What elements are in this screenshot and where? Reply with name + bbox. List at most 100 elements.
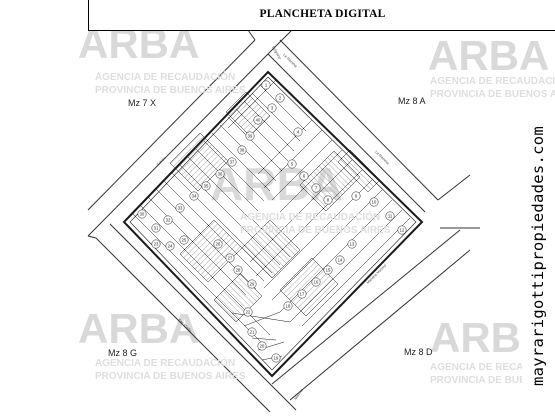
svg-text:4: 4 xyxy=(297,130,300,135)
watermark-caption-1: AGENCIA DE RECAUDACIÓN xyxy=(95,70,235,83)
lot-marker-28[interactable]: 28 xyxy=(233,265,243,275)
lot-marker-7[interactable]: 7 xyxy=(311,183,321,193)
svg-text:19: 19 xyxy=(274,356,279,361)
block-label-sw: Mz 8 G xyxy=(108,348,137,358)
watermark-caption-6: PROVINCIA DE BUENOS AIRES xyxy=(240,225,391,236)
lot-marker-38[interactable]: 38 xyxy=(237,145,247,155)
svg-text:27: 27 xyxy=(228,256,233,261)
watermark-caption-3: AGENCIA DE RECAUDACIÓN xyxy=(430,74,555,87)
lot-marker-17[interactable]: 17 xyxy=(297,289,307,299)
lot-marker-30[interactable]: 30 xyxy=(137,209,147,219)
watermark-caption-8: PROVINCIA DE BUENOS AIRES xyxy=(95,371,246,382)
svg-text:33: 33 xyxy=(178,206,183,211)
watermark-caption-7: AGENCIA DE RECAUDACIÓN xyxy=(95,356,235,369)
svg-text:22: 22 xyxy=(246,310,251,315)
svg-text:20: 20 xyxy=(260,344,265,349)
svg-text:14: 14 xyxy=(338,258,343,263)
lot-marker-15[interactable]: 15 xyxy=(323,265,333,275)
title-box: PLANCHETA DIGITAL xyxy=(88,0,555,31)
svg-text:8: 8 xyxy=(327,198,330,203)
lot-marker-11[interactable]: 11 xyxy=(385,211,395,221)
watermark-logo-bottom-left: ARBA xyxy=(78,305,199,352)
svg-text:17: 17 xyxy=(300,292,305,297)
svg-text:15: 15 xyxy=(326,268,331,273)
lot-marker-4[interactable]: 4 xyxy=(293,127,303,137)
lot-marker-21[interactable]: 21 xyxy=(247,327,257,337)
block-label-nw: Mz 7 X xyxy=(128,98,156,108)
lot-marker-2[interactable]: 2 xyxy=(275,93,285,103)
lot-marker-12[interactable]: 12 xyxy=(397,225,407,235)
svg-text:34: 34 xyxy=(192,194,197,199)
block-label-se: Mz 8 D xyxy=(404,347,433,357)
lot-marker-6[interactable]: 6 xyxy=(299,171,309,181)
svg-text:7: 7 xyxy=(315,186,318,191)
lot-marker-29[interactable]: 29 xyxy=(247,279,257,289)
lot-marker-22[interactable]: 22 xyxy=(243,307,253,317)
side-banner: mayrarigottipropiedades.com xyxy=(522,125,555,387)
svg-text:31: 31 xyxy=(154,226,159,231)
lot-marker-18[interactable]: 18 xyxy=(283,301,293,311)
svg-text:10: 10 xyxy=(372,200,377,205)
lot-marker-23[interactable]: 23 xyxy=(151,239,161,249)
lot-marker-5[interactable]: 5 xyxy=(287,159,297,169)
lot-marker-37[interactable]: 37 xyxy=(227,157,237,167)
watermark-caption-4: PROVINCIA DE BUENOS AIRES xyxy=(430,89,555,100)
lot-marker-16[interactable]: 16 xyxy=(311,277,321,287)
lot-marker-3[interactable]: 3 xyxy=(267,103,277,113)
lot-marker-40[interactable]: 40 xyxy=(253,115,263,125)
watermark: ARBA ARBA ARBA ARBA ARBA xyxy=(78,20,551,361)
lot-marker-25[interactable]: 25 xyxy=(179,235,189,245)
block-label-ne: Mz 8 A xyxy=(398,96,426,106)
svg-text:18: 18 xyxy=(286,304,291,309)
svg-text:37: 37 xyxy=(230,160,235,165)
svg-text:6: 6 xyxy=(303,174,306,179)
svg-text:38: 38 xyxy=(240,148,245,153)
lot-marker-39[interactable]: 39 xyxy=(245,131,255,141)
lot-marker-35[interactable]: 35 xyxy=(201,181,211,191)
svg-text:11: 11 xyxy=(388,214,393,219)
page-title: PLANCHETA DIGITAL xyxy=(259,8,386,20)
svg-text:40: 40 xyxy=(256,118,261,123)
lot-marker-8[interactable]: 8 xyxy=(323,195,333,205)
block-parcel[interactable] xyxy=(122,70,424,378)
svg-text:5: 5 xyxy=(291,162,294,167)
side-banner-text: mayrarigottipropiedades.com xyxy=(529,125,547,387)
lot-marker-36[interactable]: 36 xyxy=(215,169,225,179)
street-se: Mariano Moreno xyxy=(366,263,387,284)
svg-text:23: 23 xyxy=(154,242,159,247)
svg-text:26: 26 xyxy=(216,242,221,247)
svg-text:35: 35 xyxy=(204,184,209,189)
lot-marker-33[interactable]: 33 xyxy=(175,203,185,213)
lot-marker-26[interactable]: 26 xyxy=(213,239,223,249)
lot-marker-32[interactable]: 32 xyxy=(163,215,173,225)
svg-text:28: 28 xyxy=(236,268,241,273)
lot-marker-14[interactable]: 14 xyxy=(335,255,345,265)
watermark-caption-10: PROVINCIA DE BUENOS AIRES xyxy=(430,375,555,386)
lot-marker-27[interactable]: 27 xyxy=(225,253,235,263)
lot-marker-19[interactable]: 19 xyxy=(271,353,281,363)
svg-text:24: 24 xyxy=(168,244,173,249)
roads xyxy=(87,29,480,413)
svg-text:29: 29 xyxy=(250,282,255,287)
street-top: Belgrano xyxy=(271,46,282,60)
svg-text:25: 25 xyxy=(182,238,187,243)
lot-marker-10[interactable]: 10 xyxy=(369,197,379,207)
svg-text:39: 39 xyxy=(248,134,253,139)
lot-marker-34[interactable]: 34 xyxy=(189,191,199,201)
lot-marker-20[interactable]: 20 xyxy=(257,341,267,351)
lot-marker-13[interactable]: 13 xyxy=(347,239,357,249)
street-nw: Garcia xyxy=(156,156,166,166)
svg-text:1: 1 xyxy=(265,83,268,88)
watermark-caption-5: AGENCIA DE RECAUDACIÓN xyxy=(240,210,380,223)
svg-text:13: 13 xyxy=(350,242,355,247)
street-bottom: Moreno xyxy=(294,388,304,400)
svg-text:2: 2 xyxy=(279,96,282,101)
lot-marker-24[interactable]: 24 xyxy=(165,241,175,251)
watermark-caption-2: PROVINCIA DE BUENOS AIRES xyxy=(95,85,246,96)
lot-marker-1[interactable]: 1 xyxy=(261,80,271,90)
lot-marker-31[interactable]: 31 xyxy=(151,223,161,233)
lot-marker-9[interactable]: 9 xyxy=(351,191,361,201)
svg-text:30: 30 xyxy=(140,212,145,217)
